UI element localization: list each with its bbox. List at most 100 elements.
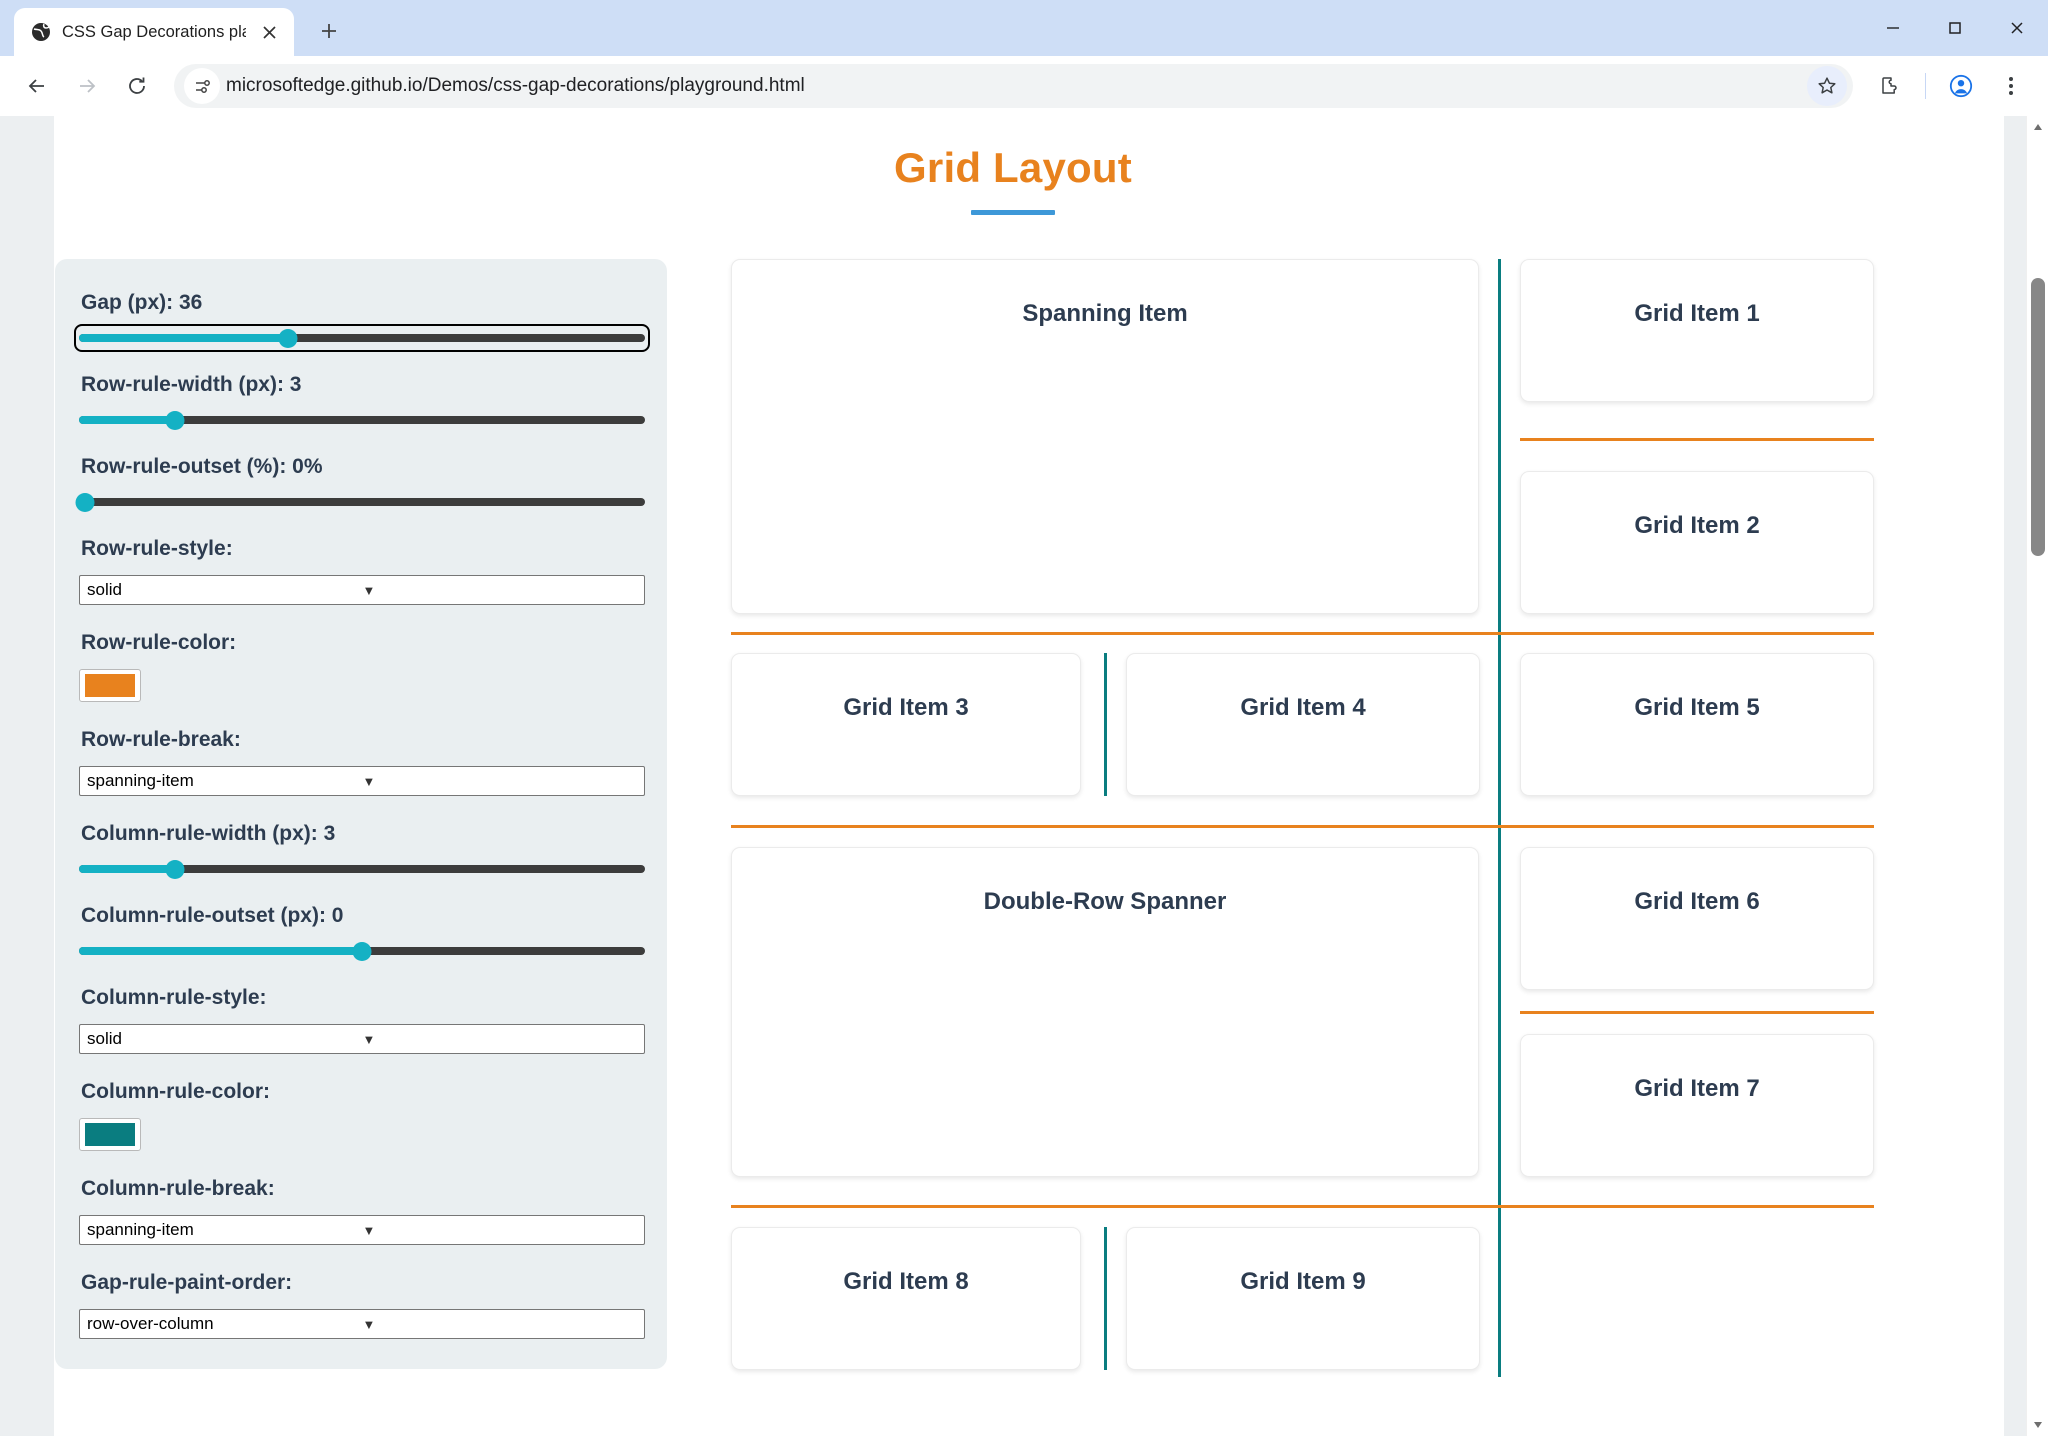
row-rule-4 [731, 1205, 1874, 1208]
slider-row-rule-outset[interactable] [75, 493, 645, 512]
color-value-column-rule-color [85, 1123, 135, 1146]
grid-item-1: Grid Item 1 [1520, 259, 1874, 402]
row-rule-1 [1520, 438, 1874, 441]
select-column-rule-break[interactable]: spanning-item▼ [79, 1215, 645, 1245]
slider-fill [79, 416, 176, 424]
chevron-down-icon: ▼ [362, 1031, 376, 1047]
account-icon[interactable] [1938, 63, 1984, 109]
grid-item-label: Grid Item 7 [1634, 1075, 1760, 1102]
grid-item-label: Grid Item 4 [1240, 694, 1366, 721]
column-rule-0 [1498, 259, 1501, 1377]
slider-track [79, 334, 645, 342]
control-label-column-rule-width: Column-rule-width (px): 3 [81, 822, 336, 845]
page-viewport: Grid Layout Gap (px): 36 Row-rule-width (… [0, 116, 2048, 1436]
slider-thumb[interactable] [352, 942, 372, 961]
grid-item-2: Grid Item 2 [1520, 471, 1874, 614]
select-row-rule-break[interactable]: spanning-item ▼ [79, 766, 645, 796]
page-gutter-left [0, 116, 54, 1436]
grid-item-8: Grid Item 8 [731, 1227, 1081, 1370]
close-window-icon[interactable] [1986, 0, 2048, 56]
slider-gap[interactable] [74, 324, 650, 352]
url-text: microsoftedge.github.io/Demos/css-gap-de… [226, 75, 805, 96]
page-body: Grid Layout Gap (px): 36 Row-rule-width (… [0, 116, 2026, 1436]
reload-icon[interactable] [114, 63, 160, 109]
slider-column-rule-width[interactable] [79, 860, 645, 879]
row-rule-2 [731, 825, 1874, 828]
slider-thumb[interactable] [75, 493, 95, 512]
control-label-row-rule-color: Row-rule-color: [81, 631, 237, 654]
select-column-rule-style[interactable]: solid ▼ [79, 1024, 645, 1054]
slider-thumb[interactable] [278, 329, 298, 348]
address-bar[interactable]: microsoftedge.github.io/Demos/css-gap-de… [174, 64, 1853, 108]
select-row-rule-style[interactable]: solid ▼ [79, 575, 645, 605]
slider-track [79, 865, 645, 873]
three-dot-menu-icon[interactable] [1988, 63, 2034, 109]
close-icon[interactable] [256, 19, 282, 45]
grid-item-3: Grid Item 3 [731, 653, 1081, 796]
browser-tab[interactable]: CSS Gap Decorations playground [14, 8, 294, 56]
control-label-gap-rule-paint-order: Gap-rule-paint-order: [81, 1271, 293, 1294]
grid-item-4: Grid Item 4 [1126, 653, 1480, 796]
maximize-icon[interactable] [1924, 0, 1986, 56]
select-value-row-rule-style: solid [87, 580, 122, 599]
star-icon[interactable] [1807, 66, 1847, 106]
toolbar-divider [1925, 73, 1926, 99]
title-underline [971, 210, 1055, 215]
color-swatch-row-rule-color[interactable] [79, 669, 141, 702]
forward-icon[interactable] [64, 63, 110, 109]
grid-demo-area: Spanning Item Grid Item 1 Grid Item 2 Grid … [731, 259, 1971, 1385]
select-value-column-rule-style: solid [87, 1029, 122, 1048]
grid-item-9: Grid Item 9 [1126, 1227, 1480, 1370]
grid-item-label: Grid Item 9 [1240, 1268, 1366, 1295]
slider-column-rule-outset[interactable] [79, 942, 645, 961]
slider-fill [79, 947, 362, 955]
scrollbar-thumb[interactable] [2031, 278, 2045, 556]
control-column-rule-break: Column-rule-break:spanning-item▼ [79, 1177, 645, 1245]
browser-titlebar: CSS Gap Decorations playground [0, 0, 2048, 56]
control-row-rule-outset: Row-rule-outset (%): 0% [75, 455, 645, 512]
globe-icon [30, 21, 52, 43]
grid-item-label: Grid Item 8 [843, 1268, 969, 1295]
new-tab-button[interactable] [306, 8, 352, 54]
slider-thumb[interactable] [165, 860, 185, 879]
control-label-gap: Gap (px): 36 [81, 291, 203, 314]
controls-panel: Gap (px): 36 Row-rule-width (px): 3 Row-ru… [55, 259, 667, 1369]
browser-toolbar: microsoftedge.github.io/Demos/css-gap-de… [0, 56, 2048, 116]
puzzle-icon[interactable] [1867, 63, 1913, 109]
grid-item-label: Grid Item 6 [1634, 888, 1760, 915]
row-rule-0 [731, 632, 1874, 635]
chevron-down-icon: ▼ [362, 1222, 376, 1238]
page-title: Grid Layout [894, 144, 1132, 191]
control-gap: Gap (px): 36 [74, 291, 650, 352]
scroll-up-icon[interactable] [2027, 116, 2048, 138]
back-icon[interactable] [14, 63, 60, 109]
chevron-down-icon: ▼ [362, 1316, 376, 1332]
control-row-rule-width: Row-rule-width (px): 3 [79, 373, 645, 430]
control-label-column-rule-outset: Column-rule-outset (px): 0 [81, 904, 344, 927]
slider-thumb[interactable] [165, 411, 185, 430]
slider-track [79, 498, 645, 506]
control-label-row-rule-outset: Row-rule-outset (%): 0% [81, 455, 323, 478]
chevron-down-icon: ▼ [362, 773, 376, 789]
control-column-rule-outset: Column-rule-outset (px): 0 [79, 904, 645, 961]
color-value-row-rule-color [85, 674, 135, 697]
control-label-row-rule-style: Row-rule-style: [81, 537, 233, 560]
grid-item-label: Spanning Item [1022, 300, 1188, 327]
scroll-down-icon[interactable] [2027, 1414, 2048, 1436]
select-value-row-rule-break: spanning-item [87, 771, 194, 790]
control-label-column-rule-style: Column-rule-style: [81, 986, 267, 1009]
grid-item-7: Grid Item 7 [1520, 1034, 1874, 1177]
control-gap-rule-paint-order: Gap-rule-paint-order: row-over-column▼ [79, 1271, 645, 1339]
control-column-rule-style: Column-rule-style: solid ▼ [79, 986, 645, 1054]
color-swatch-column-rule-color[interactable] [79, 1118, 141, 1151]
column-rule-2 [1104, 1227, 1107, 1370]
site-settings-icon[interactable] [184, 68, 220, 104]
minimize-icon[interactable] [1862, 0, 1924, 56]
control-label-column-rule-color: Column-rule-color: [81, 1080, 270, 1103]
select-gap-rule-paint-order[interactable]: row-over-column▼ [79, 1309, 645, 1339]
slider-row-rule-width[interactable] [79, 411, 645, 430]
control-column-rule-color: Column-rule-color: [79, 1080, 643, 1151]
vertical-scrollbar[interactable] [2026, 116, 2048, 1436]
chevron-down-icon: ▼ [362, 582, 376, 598]
control-row-rule-break: Row-rule-break:spanning-item▼ [79, 728, 645, 796]
